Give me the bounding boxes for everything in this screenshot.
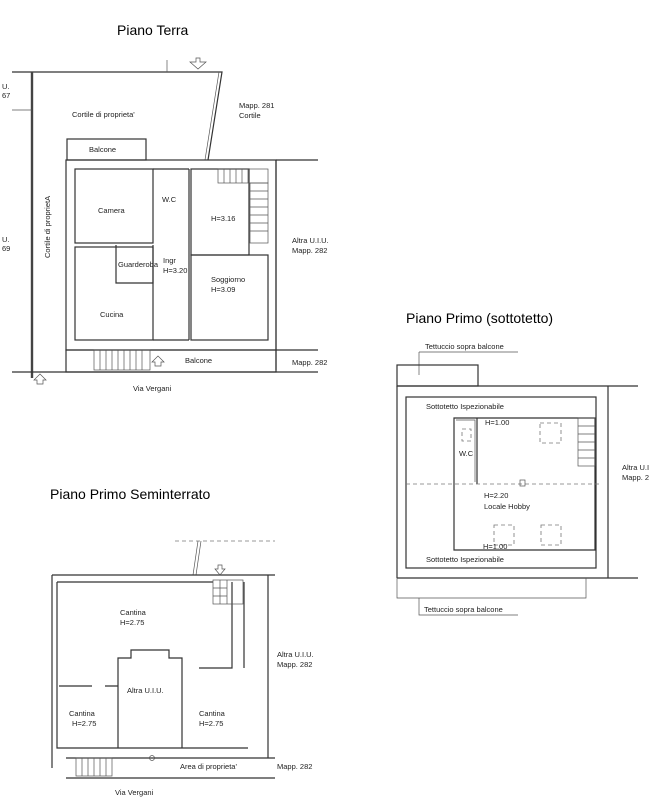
label-altra: Altra U.I.U. bbox=[292, 236, 329, 245]
label-left-67: 67 bbox=[2, 91, 10, 100]
ground-floor-plan: Piano Terra Cortile di pro bbox=[2, 22, 329, 393]
staircase bbox=[577, 417, 596, 467]
label-altra-center: Altra U.I.U. bbox=[127, 686, 164, 695]
label-h100-bottom: H=1.00 bbox=[483, 542, 507, 551]
label-altra-right: Altra U.I.U. bbox=[277, 650, 314, 659]
label-cucina: Cucina bbox=[100, 310, 124, 319]
label-altra: Altra U.I.U. bbox=[622, 463, 649, 472]
label-ingr-h: H=3.20 bbox=[163, 266, 187, 275]
entry-stairs bbox=[75, 757, 113, 777]
roof-top bbox=[396, 364, 479, 387]
label-cantina-left: Cantina bbox=[69, 709, 96, 718]
label-mapp281: Mapp. 281 bbox=[239, 101, 274, 110]
label-soggiorno-h: H=3.09 bbox=[211, 285, 235, 294]
label-mapp282b: Mapp. 282 bbox=[292, 358, 327, 367]
label-cantina-left-h: H=2.75 bbox=[72, 719, 96, 728]
label-wc: W.C bbox=[162, 195, 177, 204]
room-altra-uiu bbox=[117, 649, 183, 748]
label-mapp282b: Mapp. 282 bbox=[277, 762, 312, 771]
label-sottotetto-bottom: Sottotetto Ispezionabile bbox=[426, 555, 504, 564]
label-cantina-main: Cantina bbox=[120, 608, 147, 617]
label-left-69: 69 bbox=[2, 244, 10, 253]
roof-leader-top bbox=[418, 351, 518, 375]
ground-floor-title: Piano Terra bbox=[117, 22, 189, 38]
label-balcone-bottom: Balcone bbox=[185, 356, 212, 365]
entry-arrow-icon bbox=[214, 564, 226, 576]
label-mapp: Mapp. 2 bbox=[622, 473, 649, 482]
adjacent-lines bbox=[275, 159, 318, 370]
label-h316: H=3.16 bbox=[211, 214, 235, 223]
cellar-walls bbox=[56, 581, 248, 749]
label-soggiorno: Soggiorno bbox=[211, 275, 245, 284]
room-cucina bbox=[74, 246, 154, 341]
room-ingresso bbox=[153, 168, 190, 341]
attic-outline bbox=[405, 396, 597, 569]
label-h220: H=2.20 bbox=[484, 491, 508, 500]
label-h100-top: H=1.00 bbox=[485, 418, 509, 427]
label-mapp282: Mapp. 282 bbox=[277, 660, 312, 669]
label-cortile-side: Cortile di proprietA bbox=[43, 196, 52, 258]
courtyard-boundary-inner bbox=[204, 71, 220, 161]
boundary-slant bbox=[192, 540, 202, 576]
building-outline bbox=[51, 574, 275, 768]
label-mapp282: Mapp. 282 bbox=[292, 246, 327, 255]
label-area: Area di proprieta' bbox=[180, 762, 237, 771]
balcony-bottom bbox=[65, 349, 277, 373]
label-cortile: Cortile di proprieta' bbox=[72, 110, 135, 119]
label-camera: Camera bbox=[98, 206, 126, 215]
label-balcone-top: Balcone bbox=[89, 145, 116, 154]
label-left-u2: U. bbox=[2, 235, 10, 244]
label-cortile2: Cortile bbox=[239, 111, 261, 120]
room-camera bbox=[74, 168, 154, 244]
staircase bbox=[217, 168, 269, 244]
label-left-u1: U. bbox=[2, 82, 10, 91]
label-cantina-right: Cantina bbox=[199, 709, 226, 718]
room-soggiorno bbox=[190, 254, 269, 341]
label-wc: W.C bbox=[459, 449, 474, 458]
first-floor-title: Piano Primo (sottotetto) bbox=[406, 310, 553, 326]
basement-plan: Piano Primo Seminterrato Cantina H=2.75 … bbox=[50, 486, 314, 797]
building-outline bbox=[396, 385, 638, 579]
staircase bbox=[212, 579, 244, 605]
basement-title: Piano Primo Seminterrato bbox=[50, 486, 211, 502]
courtyard-boundary bbox=[12, 71, 223, 161]
wc-wall bbox=[456, 419, 476, 482]
chimney bbox=[519, 479, 526, 487]
entry-arrow-icon bbox=[151, 355, 165, 367]
label-tettuccio-top: Tettuccio sopra balcone bbox=[425, 342, 504, 351]
label-locale-hobby: Locale Hobby bbox=[484, 502, 530, 511]
entry-stairs bbox=[93, 349, 151, 371]
skylights bbox=[461, 422, 562, 546]
label-street: Via Vergani bbox=[133, 384, 172, 393]
label-sottotetto-top: Sottotetto Ispezionabile bbox=[426, 402, 504, 411]
label-guardaroba: Guarderoba bbox=[118, 260, 159, 269]
label-tettuccio-bottom: Tettuccio sopra balcone bbox=[424, 605, 503, 614]
label-cantina-right-h: H=2.75 bbox=[199, 719, 223, 728]
partition-walls bbox=[59, 582, 233, 687]
label-cantina-main-h: H=2.75 bbox=[120, 618, 144, 627]
entry-arrow-icon bbox=[33, 373, 47, 385]
hobby-room bbox=[453, 417, 596, 551]
first-floor-plan: Piano Primo (sottotetto) Tettuccio sopra… bbox=[396, 310, 649, 616]
drain bbox=[149, 755, 155, 761]
room-guardaroba bbox=[115, 245, 154, 284]
room-h316 bbox=[190, 168, 250, 256]
entry-arrow-icon bbox=[189, 57, 207, 70]
roof-bottom bbox=[396, 578, 587, 616]
label-street: Via Vergani bbox=[115, 788, 154, 797]
label-ingr: Ingr bbox=[163, 256, 176, 265]
area-strip bbox=[66, 757, 275, 779]
